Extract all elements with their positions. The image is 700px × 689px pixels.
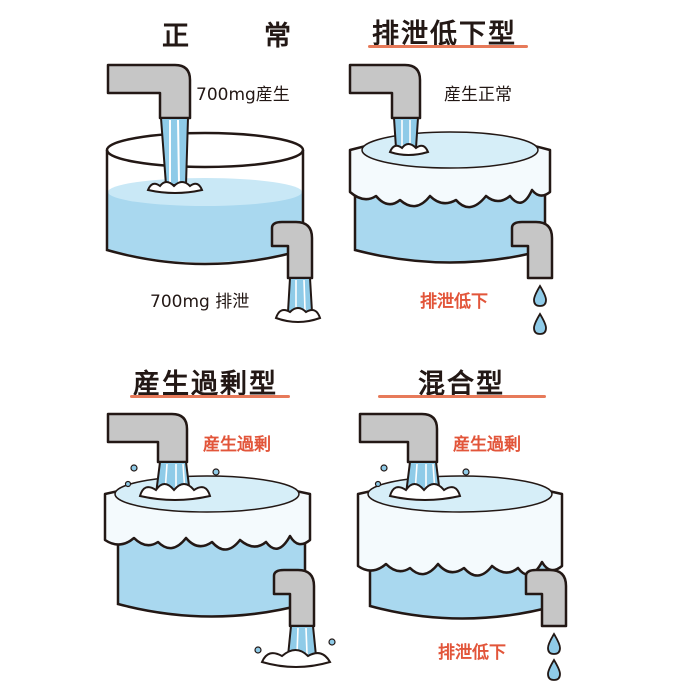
inflow-label: 700mg産生 bbox=[196, 85, 290, 105]
inflow-label: 産生過剰 bbox=[453, 435, 521, 455]
drip-icon bbox=[533, 284, 547, 307]
outlet-pipe-icon bbox=[270, 220, 314, 280]
faucet-icon bbox=[106, 412, 189, 464]
panel-low-excretion: 排泄低下型 産生正常 排泄低下 bbox=[348, 0, 700, 344]
title-underline bbox=[368, 45, 528, 48]
panel-mixed: 混合型 産生過剰 排泄低下 bbox=[350, 344, 700, 688]
outlet-pipe-icon bbox=[272, 568, 316, 628]
drip-icon bbox=[533, 312, 547, 335]
panel-normal: 正 常 700mg産生 700mg 排泄 bbox=[0, 0, 350, 344]
panel-title: 産生過剰型 bbox=[133, 369, 278, 400]
outlet-pipe-icon bbox=[510, 220, 554, 280]
faucet-icon bbox=[348, 63, 422, 120]
outflow-label: 排泄低下 bbox=[420, 292, 488, 312]
inflow-stream bbox=[159, 117, 190, 186]
title-underline bbox=[130, 395, 290, 398]
outflow-stream bbox=[286, 277, 314, 313]
splash bbox=[388, 143, 430, 156]
splash bbox=[138, 483, 212, 501]
inflow-label: 産生過剰 bbox=[203, 435, 271, 455]
panel-title: 混合型 bbox=[418, 369, 505, 400]
splash bbox=[388, 483, 462, 501]
outlet-pipe-icon bbox=[524, 568, 568, 628]
panel-high-production: 産生過剰型 産生過剰 bbox=[0, 344, 350, 688]
outflow-label: 排泄低下 bbox=[438, 643, 506, 663]
inflow-label: 産生正常 bbox=[444, 85, 512, 105]
tank-diagram-mixed bbox=[356, 412, 568, 681]
faucet-icon bbox=[106, 63, 192, 120]
tank-diagram-normal bbox=[105, 63, 322, 323]
panel-title: 排泄低下型 bbox=[372, 19, 517, 50]
outflow-label: 700mg 排泄 bbox=[150, 292, 250, 312]
tank-diagram-low-excretion bbox=[348, 63, 554, 335]
splash bbox=[146, 181, 204, 194]
tank-diagram-high-production bbox=[103, 412, 336, 668]
faucet-icon bbox=[358, 412, 439, 464]
drip-icon bbox=[547, 658, 561, 681]
title-underline bbox=[378, 395, 546, 398]
water-body bbox=[108, 192, 302, 263]
panel-title: 正 常 bbox=[162, 21, 315, 52]
drip-icon bbox=[547, 632, 561, 655]
